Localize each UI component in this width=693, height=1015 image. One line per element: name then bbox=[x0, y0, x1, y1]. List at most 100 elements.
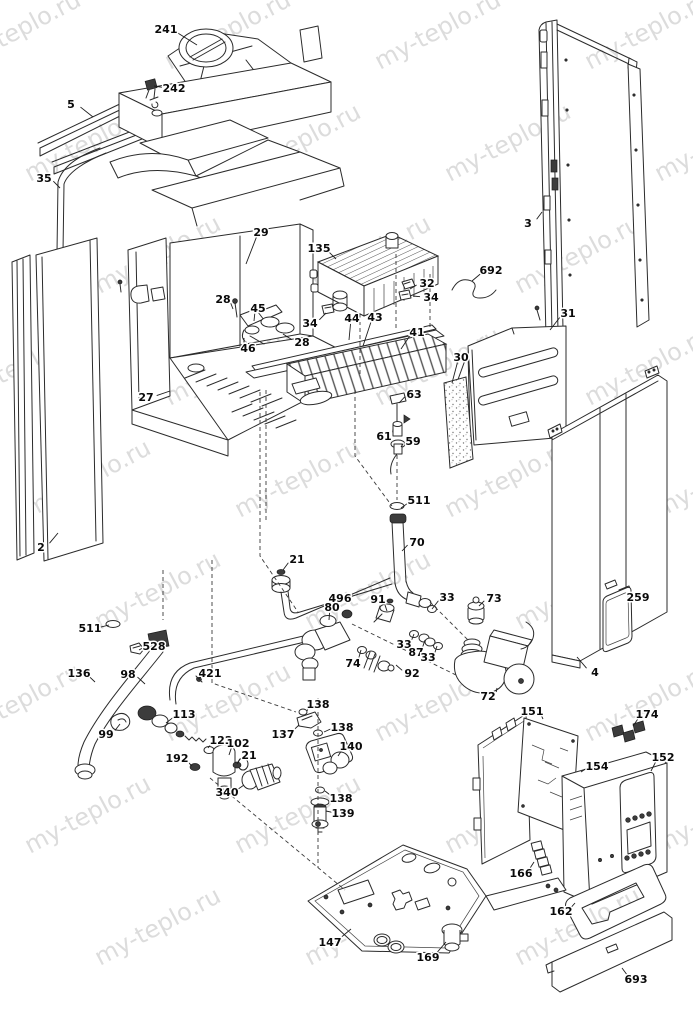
part-label-99: 99 bbox=[98, 728, 113, 741]
part-label-241: 241 bbox=[155, 23, 178, 36]
watermark-text: my-teplo.ru bbox=[230, 433, 366, 523]
part-label-138: 138 bbox=[307, 698, 330, 711]
part-label-137: 137 bbox=[272, 728, 295, 741]
flow-pipe bbox=[271, 502, 432, 620]
leader-line-259 bbox=[627, 598, 631, 600]
leader-line-5 bbox=[80, 106, 94, 118]
part-label-87: 87 bbox=[408, 646, 423, 659]
part-label-74: 74 bbox=[345, 657, 361, 670]
chamber-cover-plate bbox=[443, 305, 567, 469]
part-label-70: 70 bbox=[409, 536, 425, 549]
part-label-154: 154 bbox=[586, 760, 609, 773]
ignition-electrode bbox=[389, 392, 411, 475]
leader-line-30 bbox=[451, 362, 458, 384]
part-label-174: 174 bbox=[636, 708, 659, 721]
part-label-192: 192 bbox=[166, 752, 189, 765]
bottom-tray bbox=[307, 821, 567, 954]
part-label-135: 135 bbox=[308, 242, 331, 255]
part-label-72: 72 bbox=[480, 690, 495, 703]
part-label-80: 80 bbox=[324, 601, 340, 614]
ignition-assembly bbox=[232, 298, 295, 345]
part-label-138: 138 bbox=[330, 792, 353, 805]
watermark-text: my-teplo.ru bbox=[370, 0, 506, 75]
heat-exchanger bbox=[309, 232, 440, 317]
construction-lines bbox=[162, 254, 469, 891]
part-label-140: 140 bbox=[340, 740, 363, 753]
part-label-169: 169 bbox=[417, 951, 440, 964]
valve-cartridge-chain bbox=[137, 705, 282, 800]
part-label-122: 122 bbox=[210, 734, 233, 747]
part-label-136: 136 bbox=[68, 667, 91, 680]
circulation-pump bbox=[453, 596, 535, 695]
part-label-33: 33 bbox=[439, 591, 454, 604]
leader-line-135 bbox=[327, 250, 337, 260]
part-label-421: 421 bbox=[199, 667, 222, 680]
part-label-511: 511 bbox=[408, 494, 431, 507]
part-label-693: 693 bbox=[625, 973, 648, 986]
watermark-text: my-teplo.ru bbox=[20, 769, 156, 859]
watermark-text: my-teplo.ru bbox=[650, 97, 693, 187]
leader-line-340 bbox=[236, 784, 245, 791]
part-label-151: 151 bbox=[521, 705, 544, 718]
part-label-30: 30 bbox=[453, 351, 469, 364]
part-label-31: 31 bbox=[560, 307, 575, 320]
leader-line-174 bbox=[632, 717, 640, 727]
part-label-34: 34 bbox=[302, 317, 318, 330]
leader-line-421 bbox=[198, 675, 201, 680]
part-label-5: 5 bbox=[67, 98, 75, 111]
part-label-528: 528 bbox=[143, 640, 166, 653]
part-label-46: 46 bbox=[240, 342, 256, 355]
leader-line-241 bbox=[175, 31, 198, 46]
leader-line-92 bbox=[395, 664, 403, 671]
leader-line-122 bbox=[207, 742, 212, 749]
part-label-139: 139 bbox=[332, 807, 355, 820]
leader-line-192 bbox=[186, 760, 193, 767]
leader-line-33 bbox=[431, 600, 439, 610]
leader-line-692 bbox=[471, 272, 482, 282]
part-label-41: 41 bbox=[409, 326, 424, 339]
leader-line-137 bbox=[292, 724, 300, 732]
leader-line-138 bbox=[306, 707, 310, 712]
part-label-98: 98 bbox=[120, 668, 135, 681]
part-label-147: 147 bbox=[319, 936, 342, 949]
part-label-73: 73 bbox=[486, 592, 501, 605]
leader-line-151 bbox=[540, 714, 544, 720]
leader-line-35 bbox=[53, 180, 61, 189]
leader-line-43 bbox=[362, 322, 372, 347]
spring-wire bbox=[451, 279, 497, 299]
control-assembly bbox=[472, 713, 668, 905]
flue-sensor bbox=[144, 78, 163, 117]
diagram-art bbox=[11, 19, 673, 993]
leader-line-41 bbox=[400, 336, 410, 350]
leader-line-70 bbox=[401, 544, 408, 552]
leader-line-496 bbox=[324, 601, 333, 612]
leader-line-34 bbox=[412, 295, 421, 298]
part-label-166: 166 bbox=[510, 867, 533, 880]
leader-line-4 bbox=[576, 656, 587, 669]
leader-line-91 bbox=[384, 603, 388, 612]
part-label-45: 45 bbox=[250, 302, 265, 315]
part-label-340: 340 bbox=[216, 786, 239, 799]
leader-line-3 bbox=[536, 211, 543, 220]
part-label-113: 113 bbox=[173, 708, 196, 721]
leader-line-242 bbox=[153, 85, 164, 88]
leader-line-99 bbox=[114, 723, 121, 731]
leader-line-169 bbox=[436, 941, 447, 954]
watermark-text: my-teplo.ru bbox=[0, 0, 85, 75]
leader-line-147 bbox=[339, 928, 352, 940]
leader-line-32 bbox=[409, 284, 417, 290]
mounting-clips bbox=[321, 278, 416, 315]
front-panel bbox=[547, 365, 668, 669]
part-label-34: 34 bbox=[423, 291, 439, 304]
leader-line-74 bbox=[358, 649, 362, 659]
part-label-259: 259 bbox=[627, 591, 650, 604]
part-label-4: 4 bbox=[591, 666, 599, 679]
leader-line-511 bbox=[100, 624, 110, 628]
part-label-29: 29 bbox=[253, 226, 268, 239]
part-label-33: 33 bbox=[396, 638, 411, 651]
leader-line-162 bbox=[570, 902, 576, 909]
leader-line-140 bbox=[337, 749, 343, 757]
part-label-92: 92 bbox=[404, 667, 419, 680]
